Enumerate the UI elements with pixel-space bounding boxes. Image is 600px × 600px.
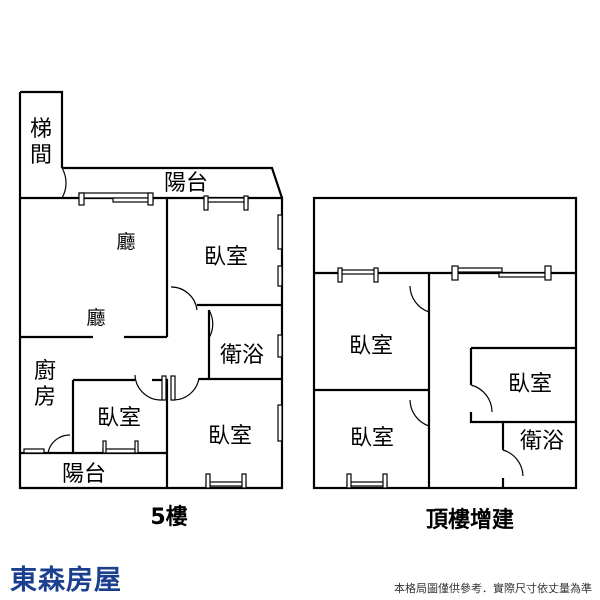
room-label-bedroom-small: 臥室 — [97, 406, 141, 431]
room-label-bath: 衛浴 — [220, 343, 264, 368]
brand-logo-text: 東森房屋 — [10, 565, 122, 596]
plan-roof-windows — [337, 265, 552, 489]
room-label-bedroom-se: 臥室 — [208, 424, 252, 449]
room-label-bedroom-sw: 臥室 — [350, 426, 394, 451]
room-label-bedroom-ne: 臥室 — [204, 245, 248, 270]
plan-roof-doors — [409, 285, 524, 477]
room-label-living-2: 廳 — [86, 307, 105, 329]
room-label-living-1: 廳 — [116, 231, 135, 253]
plan-roof-labels: 臥室 臥室 臥室 衛浴 頂樓增建 — [349, 334, 564, 533]
room-label-stair-2: 間 — [30, 143, 52, 168]
disclaimer: 本格局圖僅供參考．實際尺寸依丈量為準 — [394, 582, 592, 595]
room-label-bedroom-nw: 臥室 — [349, 334, 393, 359]
room-label-stair-1: 梯 — [30, 117, 52, 142]
room-label-bedroom-e: 臥室 — [508, 372, 552, 397]
room-label-balcony-bottom: 陽台 — [62, 462, 106, 487]
room-label-kitchen-2: 房 — [34, 385, 56, 410]
room-label-balcony-top: 陽台 — [164, 171, 208, 196]
plan-caption-roof: 頂樓增建 — [426, 507, 514, 533]
plan-5f-doors — [47, 167, 214, 454]
room-label-roof-bath: 衛浴 — [520, 429, 564, 454]
plan-5f-windows — [23, 192, 283, 489]
plan-caption-5f: 5樓 — [150, 505, 187, 530]
plan-5f-walls — [18, 90, 284, 490]
plan-5f-labels: 梯 間 陽台 廳 廳 臥室 衛浴 廚 房 臥室 臥室 陽台 5樓 — [30, 117, 264, 530]
room-label-kitchen-1: 廚 — [34, 359, 56, 384]
